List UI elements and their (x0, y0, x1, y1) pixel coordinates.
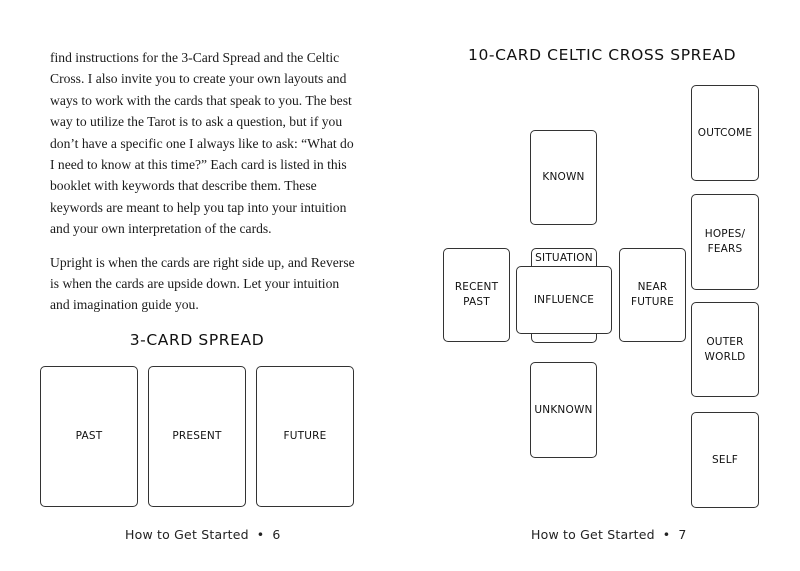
footer-section: How to Get Started (125, 527, 249, 542)
footer-separator: • (662, 527, 671, 542)
card-recent-past: RECENT PAST (443, 248, 510, 342)
card-self: SELF (691, 412, 759, 508)
paragraph-instructions: find instructions for the 3-Card Spread … (50, 50, 354, 237)
page-footer: How to Get Started • 6 (125, 527, 281, 542)
page-number: 7 (678, 527, 687, 542)
card-present: PRESENT (148, 366, 246, 507)
footer-section: How to Get Started (531, 527, 655, 542)
card-label: HOPES/ FEARS (704, 228, 746, 255)
card-label: PRESENT (172, 430, 222, 442)
card-outcome: OUTCOME (691, 85, 759, 181)
card-label: OUTCOME (697, 126, 753, 139)
paragraph-upright-reverse: Upright is when the cards are right side… (50, 254, 355, 313)
three-card-spread-title: 3-CARD SPREAD (129, 331, 265, 349)
card-future: FUTURE (256, 366, 354, 507)
page-footer: How to Get Started • 7 (531, 527, 687, 542)
card-label: OUTER WORLD (704, 335, 746, 363)
card-known: KNOWN (530, 130, 597, 225)
card-near-future: NEAR FUTURE (619, 248, 686, 342)
card-label: PAST (75, 430, 103, 442)
card-influence: INFLUENCE (516, 266, 612, 334)
card-label: NEAR FUTURE (631, 281, 674, 308)
celtic-cross-spread-title: 10-CARD CELTIC CROSS SPREAD (468, 46, 737, 64)
card-label: UNKNOWN (534, 403, 593, 416)
card-label: KNOWN (542, 171, 585, 183)
card-label: SITUATION (535, 252, 593, 264)
card-label: RECENT PAST (454, 281, 499, 308)
card-hopes-fears: HOPES/ FEARS (691, 194, 759, 290)
card-label: SELF (712, 453, 738, 466)
card-past: PAST (40, 366, 138, 507)
card-unknown: UNKNOWN (530, 362, 597, 458)
body-text: find instructions for the 3-Card Spread … (50, 47, 355, 316)
card-label: INFLUENCE (533, 293, 595, 306)
page-number: 6 (272, 527, 281, 542)
card-label: FUTURE (283, 430, 327, 442)
footer-separator: • (256, 527, 265, 542)
card-outer-world: OUTER WORLD (691, 302, 759, 397)
left-page: find instructions for the 3-Card Spread … (40, 47, 355, 542)
